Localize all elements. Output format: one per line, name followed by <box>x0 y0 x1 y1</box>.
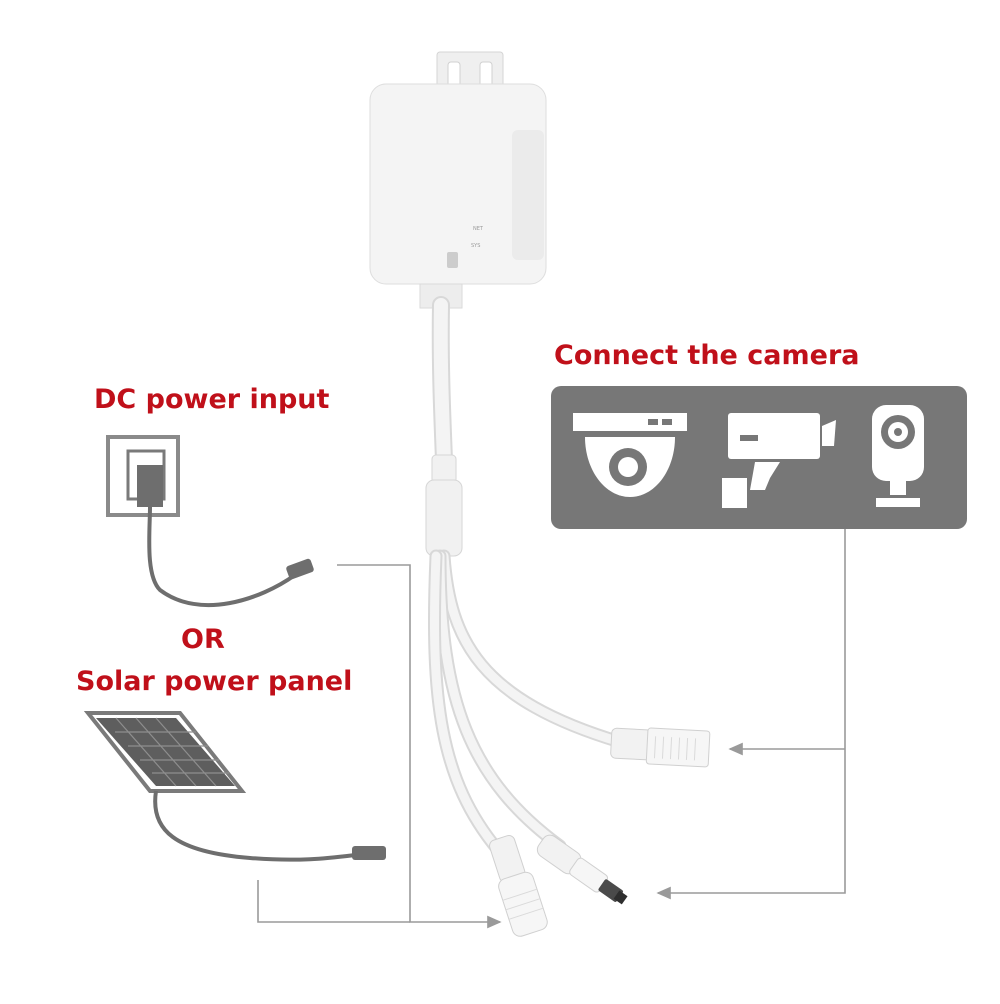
power-line-solar <box>257 880 410 923</box>
solar-panel <box>83 711 386 862</box>
rj45-plug <box>610 727 711 768</box>
dc-female-plug <box>489 835 548 937</box>
bullet-camera-icon <box>722 413 836 508</box>
cable-splitter <box>425 454 463 557</box>
connector-lines <box>257 529 846 929</box>
power-line-dc <box>337 564 502 929</box>
net-led-label: NET <box>473 226 483 232</box>
camera-line-dc <box>656 529 846 900</box>
solar-panel-label: Solar power panel <box>76 666 353 697</box>
dc-male-plug <box>536 834 628 905</box>
connect-camera-label: Connect the camera <box>554 340 860 371</box>
main-cable <box>431 296 453 469</box>
poe-device <box>369 51 547 309</box>
branch-cables <box>427 549 627 857</box>
sys-led-label: SYS <box>471 243 481 249</box>
dome-camera-icon <box>573 413 687 497</box>
indoor-camera-icon <box>872 405 924 507</box>
dc-power-label: DC power input <box>94 384 330 415</box>
power-adapter <box>106 435 314 607</box>
or-label: OR <box>181 624 225 655</box>
